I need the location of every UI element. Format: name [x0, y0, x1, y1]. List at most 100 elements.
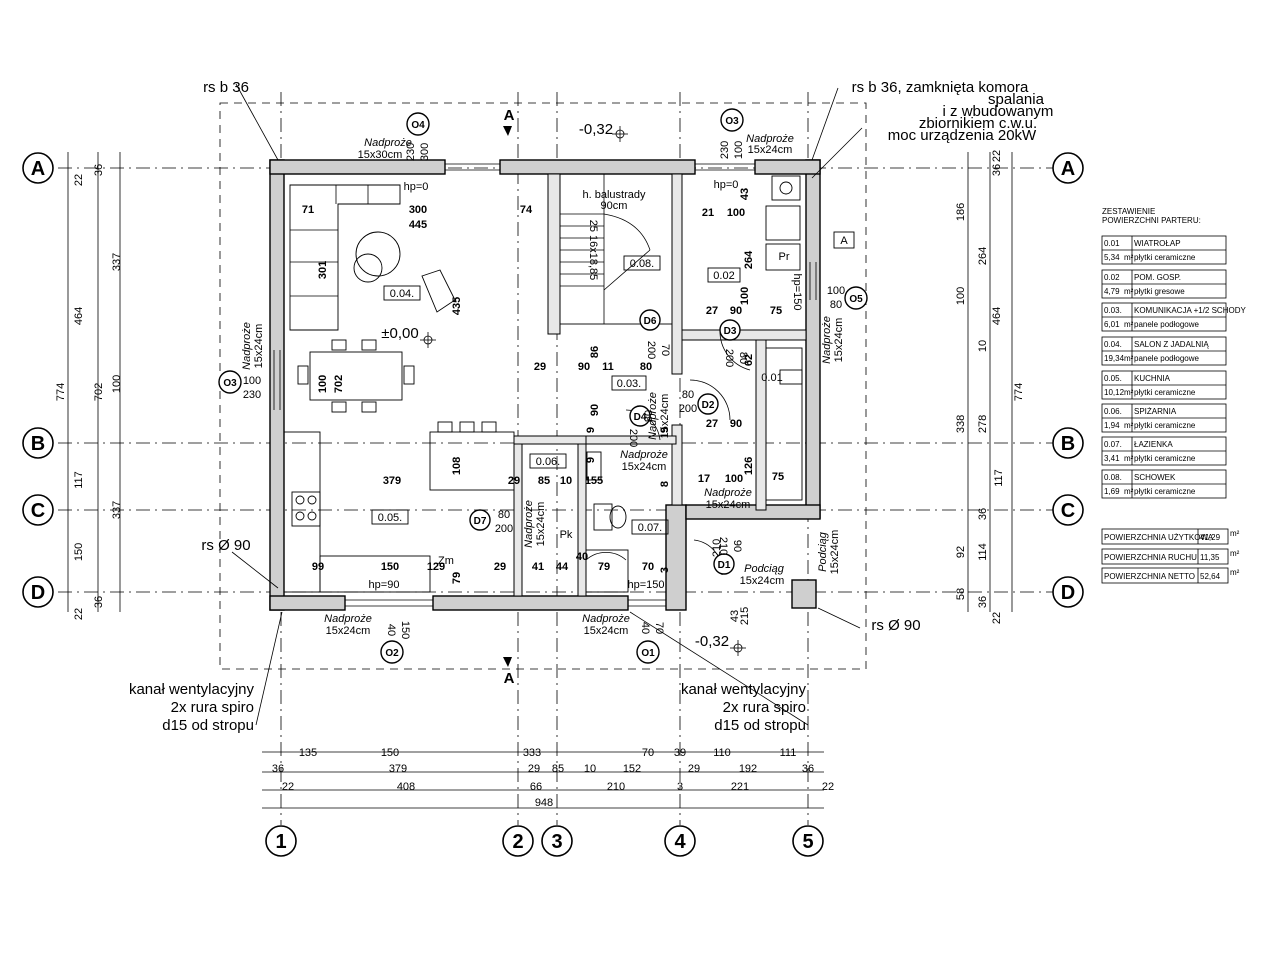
grid-bubble-2 [502, 825, 534, 857]
note-rs-left: rs b 36 [203, 79, 249, 96]
dim-right-inner-1: 22 [991, 150, 1003, 162]
window-o4-size: 15x30cm [358, 149, 403, 161]
window-o3-left-w: 100 [243, 375, 261, 387]
interior-dim-41: 126 [743, 457, 755, 475]
toilet [609, 505, 627, 529]
legend-room-2-name: KOMUNIKACJA +1/2 SCHODY [1134, 306, 1246, 315]
boiler [771, 175, 801, 201]
section-mark-top: A [504, 107, 515, 124]
window-o2-size: 15x24cm [326, 625, 371, 637]
legend-total-1-value: 11,35 [1200, 553, 1220, 562]
interior-dim-5: 435 [451, 297, 463, 315]
interior-dim-22: 40 [576, 551, 588, 563]
dim-left-outer: 774 [55, 383, 67, 401]
legend-room-7-finish: płytki ceramiczne [1134, 487, 1196, 496]
dim-right-inner-5: 10 [977, 340, 989, 352]
door-d3-h: 200 [723, 349, 735, 367]
legend-room-1-no: 0.02 [1104, 273, 1120, 282]
grid-label-d-left: D [31, 582, 45, 604]
interior-dim-8: 379 [383, 475, 401, 487]
door-d2-h: 200 [679, 403, 697, 415]
legend-room-7-no: 0.08. [1104, 473, 1122, 482]
dim-left-inner-4: 117 [73, 471, 85, 489]
dim-bottom-r2-0: 36 [272, 763, 284, 775]
door-swing-d3 [719, 329, 751, 371]
door-tag-d4 [629, 405, 651, 427]
wall-vestibule-bottom [685, 504, 821, 520]
room-label-0-01: 0.01 [761, 372, 782, 384]
interior-dim-4: 301 [317, 261, 329, 279]
interior-dim-37: 100 [739, 287, 751, 305]
legend-room-4-name: KUCHNIA [1134, 374, 1171, 383]
legend-room-5-name: SPIŻARNIA [1134, 407, 1177, 416]
dim-bottom-r2-4: 10 [584, 763, 596, 775]
legend-row-1: 0.02 POM. GOSP. 4,79 m² płytki gresowe [1101, 269, 1227, 299]
legend-row-7: 0.08. SCHOWEK 1,69 m² płytki ceramiczne [1101, 469, 1227, 499]
dims-bottom: 135 150 333 70 39 110 111 36 379 29 85 1… [272, 747, 834, 809]
interior-dim-39: 27 [706, 418, 718, 430]
interior-dim-52: 43 [729, 610, 741, 622]
legend-total-1-label: POWIERZCHNIA RUCHU [1104, 553, 1197, 562]
coffee-table-2 [353, 253, 383, 283]
window-o3-left-h: 230 [243, 389, 261, 401]
grid-bubbles: A B C D A B C D 1 2 3 4 5 [22, 152, 1084, 857]
legend-room-3-area: 19,34 [1104, 354, 1125, 363]
note-lintel-d1-size: 15x24cm [706, 499, 751, 511]
grid-bubble-d-left [22, 576, 54, 608]
interior-dim-40: 90 [730, 418, 742, 430]
legend-row-3: 0.04. SALON Z JADALNIĄ 19,34 m² panele p… [1101, 336, 1227, 366]
window-tag-o1 [636, 640, 660, 664]
legend-row-4: 0.05. KUCHNIA 10,12 m² płytki ceramiczne [1101, 370, 1227, 400]
legend-room-4-finish: płytki ceramiczne [1134, 388, 1196, 397]
interior-dim-47: 9 [659, 427, 671, 433]
washing-machine [765, 205, 801, 241]
wall-left [269, 159, 285, 611]
note-stairs: 25 16x18,85 [587, 220, 599, 281]
interior-dim-18: 29 [508, 475, 520, 487]
window-o5-h: 80 [830, 299, 842, 311]
box-a-label: A [840, 235, 848, 247]
dim-left-inner-5: 337 [111, 501, 123, 519]
wall-right-upper [805, 159, 821, 519]
dim-right-inner-3: 264 [977, 247, 989, 265]
legend-room-5-area: 1,94 [1104, 421, 1120, 430]
window-o4-w: 300 [419, 143, 431, 161]
wall-bath-left [577, 443, 587, 597]
room-label-0-07: 0.07. [638, 522, 662, 534]
grid-bubble-a-right [1052, 152, 1084, 184]
note-lintel-d1: Nadproże [704, 487, 752, 499]
note-hp0-b: hp=0 [714, 179, 739, 191]
window-o3-left-lintel: Nadproże [241, 322, 253, 370]
stairs [559, 173, 673, 325]
interior-dim-1: 300 [409, 204, 427, 216]
room-label-0-06: 0.06. [536, 456, 560, 468]
note-rs90-right: rs Ø 90 [871, 617, 920, 634]
note-boiler-4: zbiornikiem c.w.u. [919, 115, 1037, 132]
grid-bubble-b-right [1052, 427, 1084, 459]
legend-room-1-name: POM. GOSP. [1134, 273, 1181, 282]
legend-total-0-label: POWIERZCHNIA UŻYTKOWA [1104, 533, 1214, 542]
level-top: -0,32 [579, 121, 613, 138]
door-tag-d3-label: D3 [724, 326, 737, 337]
interior-dim-45: 8 [659, 481, 671, 487]
legend-room-6-finish: płytki ceramiczne [1134, 454, 1196, 463]
window-tag-o2-label: O2 [385, 648, 399, 659]
sofa [289, 184, 401, 331]
note-boiler-3: i z wbudowanym [943, 103, 1054, 120]
grid-label-b-right: B [1061, 433, 1075, 455]
wall-pantry-left [513, 443, 523, 597]
interior-dim-26: 11 [602, 361, 614, 373]
interior-dim-38: 75 [770, 305, 782, 317]
dim-bottom-r3-3: 210 [607, 781, 625, 793]
room-label-0-04: 0.04. [390, 288, 414, 300]
door-d7-w: 80 [498, 509, 510, 521]
grid-label-c-left: C [31, 500, 45, 522]
interior-dim-16: 44 [556, 561, 569, 573]
level-bottom: -0,32 [695, 633, 729, 650]
note-vent-right-2: 2x rura spiro [723, 699, 806, 716]
armchair [421, 269, 456, 313]
window-o3-top-lintel: Nadproże [746, 133, 794, 145]
dim-bottom-r3-6: 3 [677, 781, 683, 793]
legend-room-6-unit: m² [1124, 454, 1134, 463]
